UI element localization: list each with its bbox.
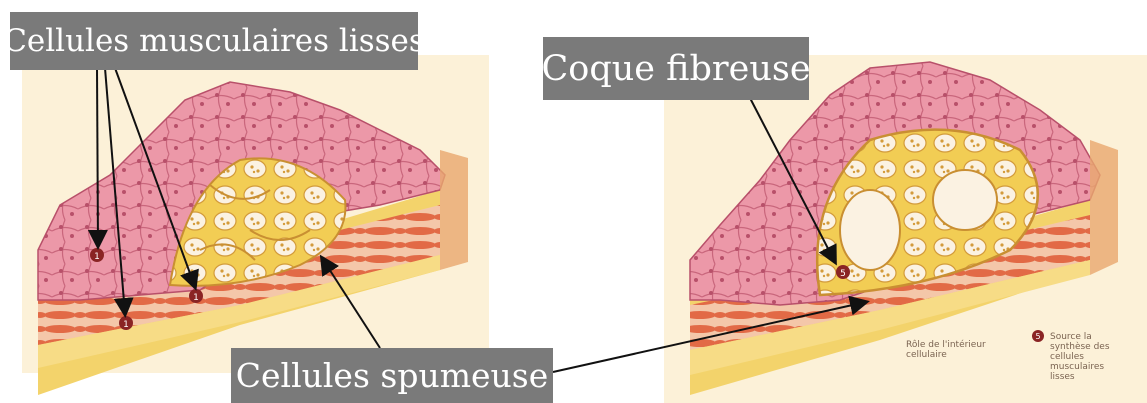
arrow-muscle-1 <box>97 68 98 246</box>
marker-4-label: 5 <box>840 269 846 279</box>
marker-2-label: 1 <box>123 320 129 330</box>
marker-3-label: 1 <box>193 293 199 303</box>
label-fibrous-cap: Coque fibreuse <box>543 37 809 100</box>
note-right: Source la synthèse des cellules musculai… <box>1050 332 1120 382</box>
note-left: Rôle de l'intérieur cellulaire <box>906 340 986 360</box>
label-smooth-muscle-cells: Cellules musculaires lisses <box>10 12 418 70</box>
label-foam-cells: Cellules spumeuse <box>231 348 553 403</box>
marker-1-label: 1 <box>94 252 100 262</box>
marker-5-label: 5 <box>1035 332 1040 341</box>
